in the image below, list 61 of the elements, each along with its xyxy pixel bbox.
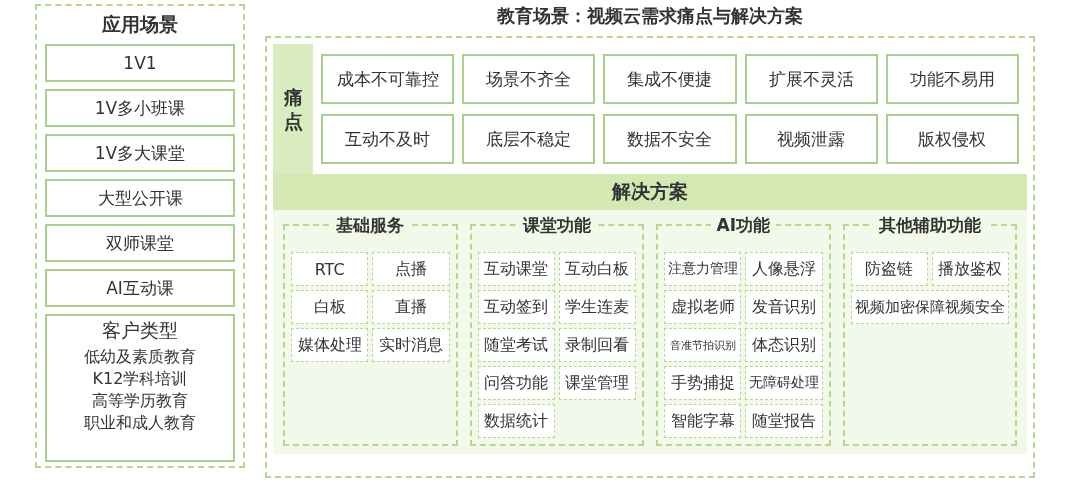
scenario-box: AI互动课 xyxy=(45,269,235,307)
feature-box: 白板 xyxy=(291,290,369,324)
pain-point-box: 集成不便捷 xyxy=(603,54,737,104)
scenario-panel xyxy=(35,4,245,468)
feature-box: 互动签到 xyxy=(477,290,555,324)
feature-box: 实时消息 xyxy=(372,328,450,362)
feature-box: 数据统计 xyxy=(477,404,555,438)
feature-box: 直播 xyxy=(372,290,450,324)
panel-heading: 客户类型 xyxy=(102,318,178,343)
feature-box: 虚拟老师 xyxy=(664,290,742,324)
scenario-box: 大型公开课 xyxy=(45,179,235,217)
group-heading: 基础服务 xyxy=(330,215,411,235)
feature-box: 互动白板 xyxy=(558,252,636,286)
scenario-box: 1V多小班课 xyxy=(45,89,235,127)
scenario-box: 1V多大课堂 xyxy=(45,134,235,172)
customer-type-box xyxy=(45,314,235,462)
pain-point-box: 版权侵权 xyxy=(885,114,1019,164)
feature-box: 防盗链 xyxy=(850,252,928,286)
feature-box: RTC xyxy=(291,252,369,286)
list-item-text: K12学科培训 xyxy=(92,368,188,390)
feature-box: 随堂考试 xyxy=(477,328,555,362)
feature-box: 录制回看 xyxy=(558,328,636,362)
group-heading: AI功能 xyxy=(710,215,776,235)
pain-point-box: 视频泄露 xyxy=(744,114,878,164)
feature-box: 学生连麦 xyxy=(558,290,636,324)
feature-box: 音准节拍识别 xyxy=(664,328,742,362)
list-item-text: 低幼及素质教育 xyxy=(84,346,196,368)
feature-box: 点播 xyxy=(372,252,450,286)
feature-box: 问答功能 xyxy=(477,366,555,400)
feature-box: 视频加密保障视频安全 xyxy=(850,290,1009,324)
panel-heading: 解决方案 xyxy=(273,174,1027,210)
pain-point-box: 互动不及时 xyxy=(321,114,455,164)
pain-point-box: 功能不易用 xyxy=(885,54,1019,104)
list-item-text: 高等学历教育 xyxy=(92,390,188,412)
pain-point-box: 场景不齐全 xyxy=(462,54,596,104)
pain-point-box: 扩展不灵活 xyxy=(744,54,878,104)
group-heading: 其他辅助功能 xyxy=(872,215,987,235)
feature-box: 随堂报告 xyxy=(745,404,823,438)
pain-point-box: 成本不可靠控 xyxy=(321,54,455,104)
feature-box: 无障碍处理 xyxy=(745,366,823,400)
feature-box: 手势捕捉 xyxy=(664,366,742,400)
feature-box: 课堂管理 xyxy=(558,366,636,400)
scenario-box: 1V1 xyxy=(45,44,235,82)
solution-panel xyxy=(273,174,1027,454)
feature-box: 体态识别 xyxy=(745,328,823,362)
panel-heading: 应用场景 xyxy=(101,12,179,37)
solution-frame xyxy=(265,36,1035,478)
feature-box: 发音识别 xyxy=(745,290,823,324)
feature-box: 智能字幕 xyxy=(664,404,742,438)
feature-box: 互动课堂 xyxy=(477,252,555,286)
panel-heading: 痛点 xyxy=(273,44,313,174)
feature-box: 媒体处理 xyxy=(291,328,369,362)
pain-point-box: 底层不稳定 xyxy=(462,114,596,164)
title: 教育场景：视频云需求痛点与解决方案 xyxy=(495,4,804,28)
list-item-text: 职业和成人教育 xyxy=(84,412,196,434)
scenario-box: 双师课堂 xyxy=(45,224,235,262)
pain-point-box: 数据不安全 xyxy=(603,114,737,164)
feature-box: 人像悬浮 xyxy=(745,252,823,286)
group-heading: 课堂功能 xyxy=(516,215,597,235)
feature-box: 注意力管理 xyxy=(664,252,742,286)
feature-box: 播放鉴权 xyxy=(931,252,1009,286)
